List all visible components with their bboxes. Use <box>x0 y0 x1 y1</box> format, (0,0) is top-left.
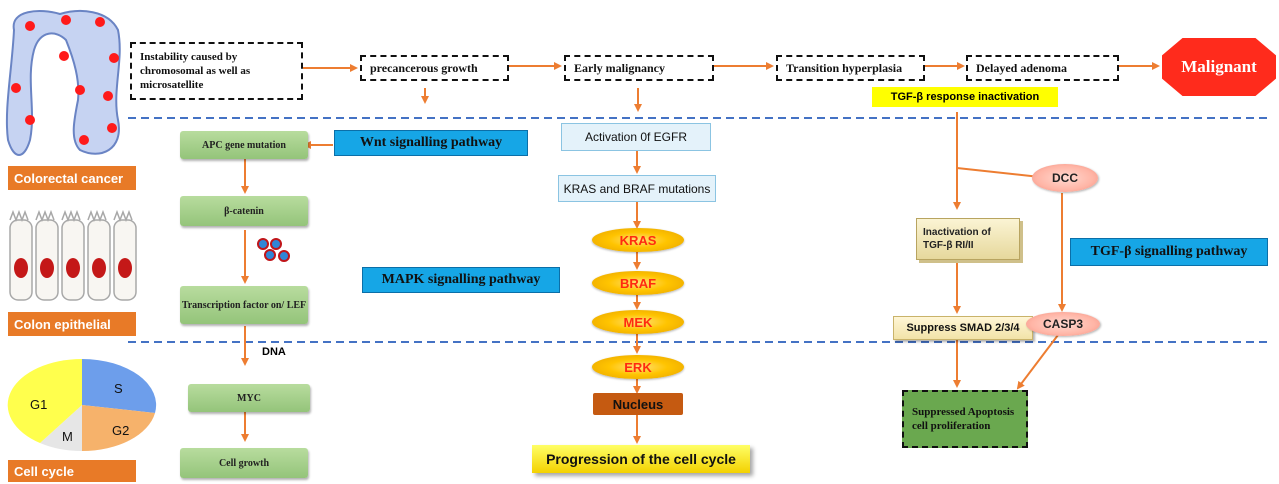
tgf-suppress-smad: Suppress SMAD 2/3/4 <box>893 316 1033 340</box>
wnt-transcription: Transcription factor on/ LEF <box>180 286 308 324</box>
tgf-pathway-title: TGF-β signalling pathway <box>1070 238 1268 266</box>
mapk-pathway-title: MAPK signalling pathway <box>362 267 560 293</box>
colon-icon <box>5 10 121 156</box>
mapk-mek: MEK <box>592 310 684 334</box>
flow-transition: Transition hyperplasia <box>776 55 925 81</box>
flow-precancerous: precancerous growth <box>360 55 509 81</box>
wnt-pathway-title: Wnt signalling pathway <box>334 130 528 156</box>
molecule-icon <box>257 238 290 262</box>
epithelial-cells-icon <box>9 209 137 301</box>
tgf-inactivation-receptor: Inactivation of TGF-β RI/II <box>916 218 1020 260</box>
tgf-casp3: CASP3 <box>1026 312 1100 336</box>
cell-cycle-pie: S G2 M G1 <box>7 358 157 452</box>
pie-label-m: M <box>62 429 73 444</box>
tgf-apoptosis: Suppressed Apoptosis cell proliferation <box>902 390 1028 448</box>
pie-label-s: S <box>114 381 123 396</box>
tumor-spots-icon <box>11 15 119 145</box>
wnt-dna: DNA <box>262 346 286 358</box>
label-colorectal-cancer: Colorectal cancer <box>8 166 136 190</box>
label-cell-cycle: Cell cycle <box>8 460 136 482</box>
wnt-cell-growth: Cell growth <box>180 448 308 478</box>
malignant-badge: Malignant <box>1162 38 1276 96</box>
mapk-egfr: Activation 0f EGFR <box>561 123 711 151</box>
tgf-dcc: DCC <box>1032 164 1098 192</box>
wnt-myc: MYC <box>188 384 310 412</box>
mapk-erk: ERK <box>592 355 684 379</box>
pie-label-g1: G1 <box>30 397 47 412</box>
pie-label-g2: G2 <box>112 423 129 438</box>
flow-instability: Instability caused by chromosomal as wel… <box>130 42 303 100</box>
tgf-response-inactivation: TGF-β response inactivation <box>872 87 1058 107</box>
flow-early-malignancy: Early malignancy <box>564 55 714 81</box>
mapk-kras: KRAS <box>592 228 684 252</box>
wnt-apc: APC gene mutation <box>180 131 308 159</box>
mapk-progression: Progression of the cell cycle <box>532 445 750 473</box>
flow-delayed-adenoma: Delayed adenoma <box>966 55 1119 81</box>
mapk-kras-braf-mutations: KRAS and BRAF mutations <box>558 175 716 202</box>
wnt-catenin: β-catenin <box>180 196 308 226</box>
mapk-nucleus: Nucleus <box>593 393 683 415</box>
label-colon-epithelial: Colon epithelial <box>8 312 136 336</box>
mapk-braf: BRAF <box>592 271 684 295</box>
